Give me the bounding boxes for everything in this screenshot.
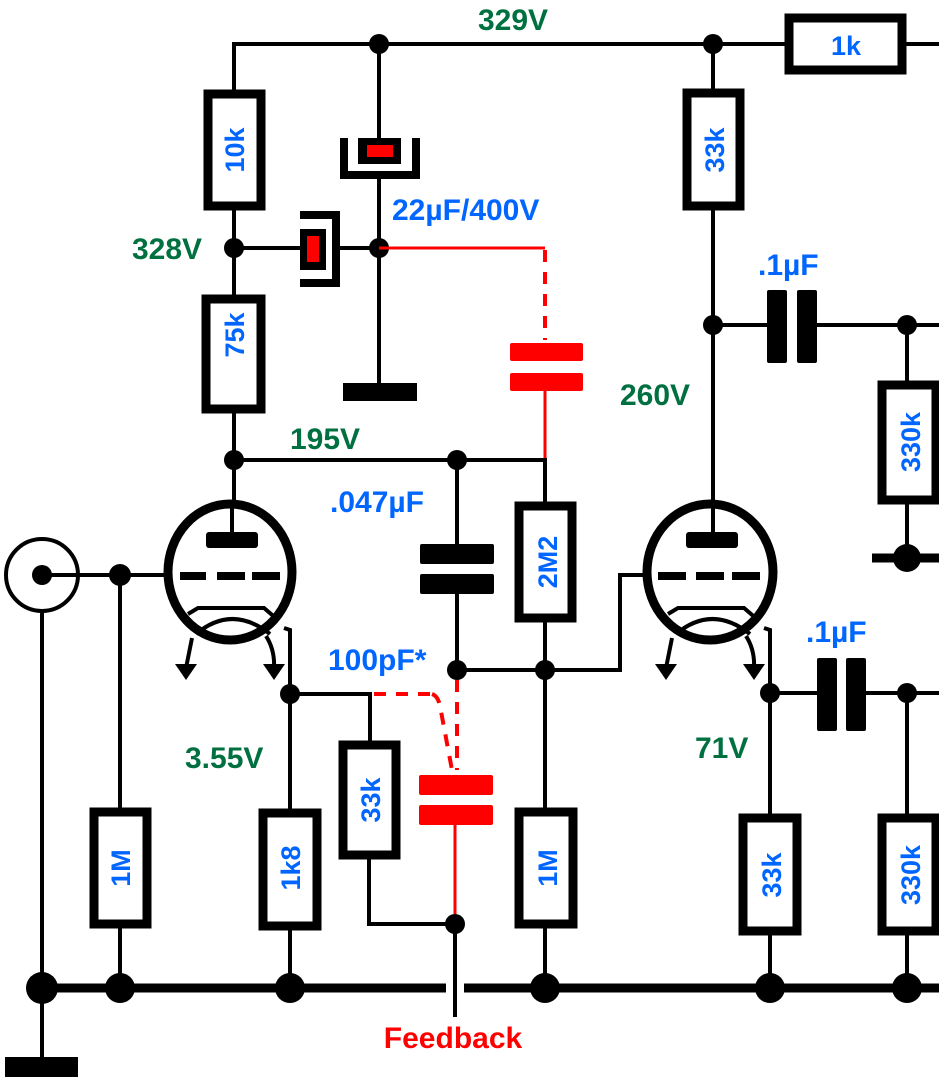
capacitor-value-output-2: .1µF (806, 616, 867, 649)
resistor-75k: 75k (201, 294, 266, 414)
resistor-10k: 10k (203, 89, 266, 211)
voltage-label-v1-cathode: 3.55V (185, 742, 263, 775)
ground-bus (26, 972, 939, 1004)
resistor-value: 330k (896, 844, 926, 905)
feedback-capacitor-bottom (419, 775, 493, 825)
ground-bar-icon (343, 383, 417, 401)
resistor-1m-v1-grid: 1M (89, 807, 152, 929)
junction-node (535, 660, 555, 680)
resistor-2m2: 2M2 (514, 501, 577, 623)
junction-node (447, 660, 467, 680)
electrolytic-capacitor-icon (340, 138, 420, 179)
triode-tube-icon (163, 499, 297, 694)
resistor-330k-out2: 330k (877, 813, 939, 936)
resistor-value: 33k (700, 126, 730, 172)
resistor-value: 1k8 (276, 845, 306, 890)
voltage-label-b-plus: 329V (478, 4, 548, 37)
resistor-value: 33k (757, 851, 787, 897)
resistor-value: 10k (220, 126, 250, 172)
capacitor-value-feedback: 100pF* (328, 644, 427, 677)
capacitor-value-decouple: 22µF/400V (392, 194, 539, 227)
capacitor-output-2 (817, 658, 866, 731)
resistor-value: 75k (220, 311, 250, 357)
resistor-33k-feedback: 33k (338, 740, 401, 860)
triode-tube-icon (642, 499, 778, 693)
junction-node (755, 973, 785, 1003)
resistor-value: 2M2 (533, 536, 563, 589)
junction-node (893, 544, 921, 572)
feedback-label: Feedback (384, 1022, 523, 1055)
capacitor-coupling (420, 544, 494, 594)
resistor-1k: 1k (784, 13, 907, 75)
resistor-1m-v2-grid: 1M (514, 807, 578, 929)
voltage-label-v2-plate: 260V (620, 379, 690, 412)
voltage-label-v1-supply: 328V (132, 233, 202, 266)
voltage-label-v2-cathode: 71V (695, 732, 748, 765)
junction-node (892, 973, 922, 1003)
junction-node (26, 972, 58, 1004)
resistor-33k-v2-cathode: 33k (738, 813, 802, 936)
capacitor-value-output-1: .1µF (758, 249, 819, 282)
feedback-capacitor-top (510, 343, 583, 391)
resistor-value: 1M (533, 849, 563, 887)
voltage-label-v1-plate: 195V (290, 423, 360, 456)
resistor-1k8: 1k8 (258, 808, 322, 931)
electrolytic-capacitor-icon (300, 211, 340, 287)
junction-node (530, 973, 560, 1003)
ground-bar-icon (5, 1057, 78, 1077)
resistor-330k-out1: 330k (877, 380, 939, 505)
resistor-value: 1k (831, 31, 862, 61)
junction-node (275, 973, 305, 1003)
resistor-33k-v2-load: 33k (682, 88, 745, 211)
capacitor-value-coupling: .047µF (330, 486, 424, 519)
resistor-value: 1M (106, 849, 136, 887)
resistor-value: 330k (896, 411, 926, 472)
resistor-value: 33k (356, 776, 386, 822)
junction-node (105, 973, 135, 1003)
capacitor-output-1 (767, 290, 817, 363)
